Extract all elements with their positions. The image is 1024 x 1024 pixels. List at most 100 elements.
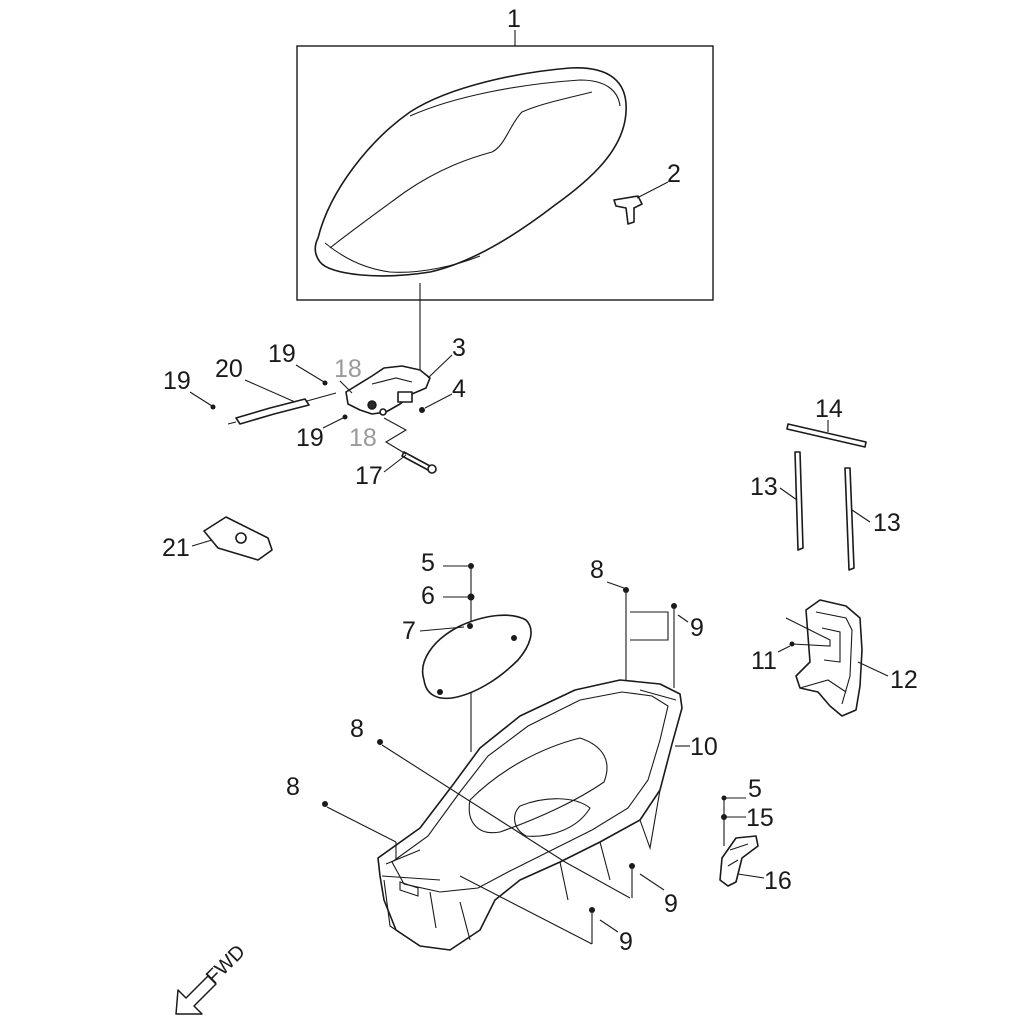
cover-group: 5 6 7 — [402, 549, 532, 752]
leader-13-left — [779, 487, 798, 501]
seat-assembly-group: 1 2 — [296, 5, 714, 388]
duct-cover-inner — [815, 611, 853, 705]
luggage-box-group: 10 — [377, 679, 718, 951]
callout-18-bottom: 18 — [349, 424, 377, 452]
leader-11-guide — [785, 617, 831, 647]
seat-damper — [235, 398, 310, 425]
callout-4: 4 — [452, 375, 466, 403]
bolt-8-top — [623, 587, 629, 593]
callout-14: 14 — [815, 395, 843, 423]
leader-13-right — [851, 509, 871, 523]
callout-15: 15 — [746, 804, 774, 832]
callout-11: 11 — [751, 647, 777, 675]
callout-9-middle: 9 — [664, 890, 678, 918]
box-fasteners-group: 8 9 8 8 9 9 — [286, 556, 704, 956]
luggage-box-rim-inner — [391, 691, 669, 893]
luggage-box-latch — [399, 881, 419, 897]
nut-9-middle — [629, 863, 635, 869]
leader-11 — [777, 645, 791, 653]
seat-stitch-line — [329, 91, 593, 249]
damper-end-left — [227, 421, 237, 425]
callout-16: 16 — [764, 867, 792, 895]
leader-8-top — [606, 581, 625, 589]
callout-10: 10 — [690, 733, 718, 761]
side-trim-strip-right — [844, 467, 855, 571]
trim-group: 14 13 13 — [750, 395, 901, 571]
leader-19-top — [295, 364, 325, 383]
seat — [314, 67, 627, 277]
hinge-washer — [379, 408, 387, 416]
callout-13-left: 13 — [750, 473, 778, 501]
callout-17: 17 — [355, 462, 383, 490]
seat-front-seam — [324, 242, 481, 273]
hinge-pin-head — [427, 464, 437, 474]
screw-5-lower — [721, 795, 727, 801]
duct-cover-lip — [799, 679, 847, 693]
leader-17 — [383, 454, 407, 473]
hinge-nut — [419, 407, 425, 413]
duct-cover-group: 11 12 — [751, 599, 918, 717]
fwd-arrow-icon — [175, 975, 217, 1015]
luggage-box-floor — [514, 798, 591, 837]
bolt-8-lower — [322, 801, 328, 807]
callout-7: 7 — [402, 617, 416, 645]
luggage-box-side-wall — [383, 879, 471, 947]
callout-13-right: 13 — [873, 509, 901, 537]
luggage-box-lower-ribs — [559, 789, 661, 901]
battery-cover-hole-bottom — [437, 689, 443, 695]
hinge-pin-guide — [383, 417, 408, 455]
nut-9-bottom — [589, 907, 595, 913]
callout-19-top: 19 — [268, 340, 296, 368]
callout-6: 6 — [421, 582, 435, 610]
leader-9-middle-line — [564, 861, 631, 899]
luggage-box — [377, 679, 683, 951]
leader-8-lower-line — [326, 806, 397, 843]
callout-5-lower: 5 — [748, 775, 762, 803]
hinge-assembly-group: 3 4 20 19 19 19 18 18 17 — [163, 334, 466, 490]
fwd-label: FWD — [202, 941, 250, 989]
leader-9-bottom — [599, 919, 619, 933]
luggage-box-rim-edge — [381, 689, 677, 881]
leader-9-middle — [639, 873, 665, 891]
leader-19-bottom — [322, 416, 346, 429]
callout-8-lower: 8 — [286, 773, 300, 801]
damper-end-right — [306, 392, 337, 402]
bolt-8-middle — [377, 739, 383, 745]
callout-19-left: 19 — [163, 367, 191, 395]
side-trim-strip-left — [794, 451, 804, 551]
callout-8-top: 8 — [590, 556, 604, 584]
leader-12 — [857, 661, 889, 677]
side-bracket-ribs — [727, 843, 749, 867]
seat-rear-seam — [409, 79, 621, 117]
fwd-indicator: FWD — [175, 941, 250, 1015]
leader-2 — [636, 181, 669, 199]
callout-19-bottom: 19 — [296, 424, 324, 452]
side-bracket — [719, 835, 759, 887]
seat-bracket — [613, 195, 643, 225]
seat-hinge — [345, 365, 431, 415]
duct-cover — [795, 599, 863, 717]
washer-6 — [467, 593, 475, 601]
leader-20 — [244, 379, 296, 403]
seat-hinge-block — [397, 391, 413, 403]
leader-8-middle-line — [381, 744, 566, 863]
leader-4 — [424, 393, 453, 409]
leader-21 — [191, 539, 213, 547]
battery-cover-hole-right — [511, 635, 517, 641]
callout-9-top: 9 — [690, 614, 704, 642]
nut-9-top — [671, 603, 677, 609]
leader-9-bottom-line — [459, 875, 593, 945]
callout-8-middle: 8 — [350, 715, 364, 743]
hinge-pivot — [367, 400, 377, 410]
leader-7 — [419, 626, 465, 632]
callout-9-bottom: 9 — [619, 928, 633, 956]
callout-3: 3 — [452, 334, 466, 362]
leader-9-top — [677, 614, 689, 623]
callout-1: 1 — [507, 5, 521, 33]
battery-cover — [421, 614, 532, 700]
luggage-box-well — [468, 737, 608, 834]
leader-3 — [427, 354, 453, 379]
leader-18-top — [339, 380, 353, 394]
top-trim-strip — [786, 423, 867, 448]
